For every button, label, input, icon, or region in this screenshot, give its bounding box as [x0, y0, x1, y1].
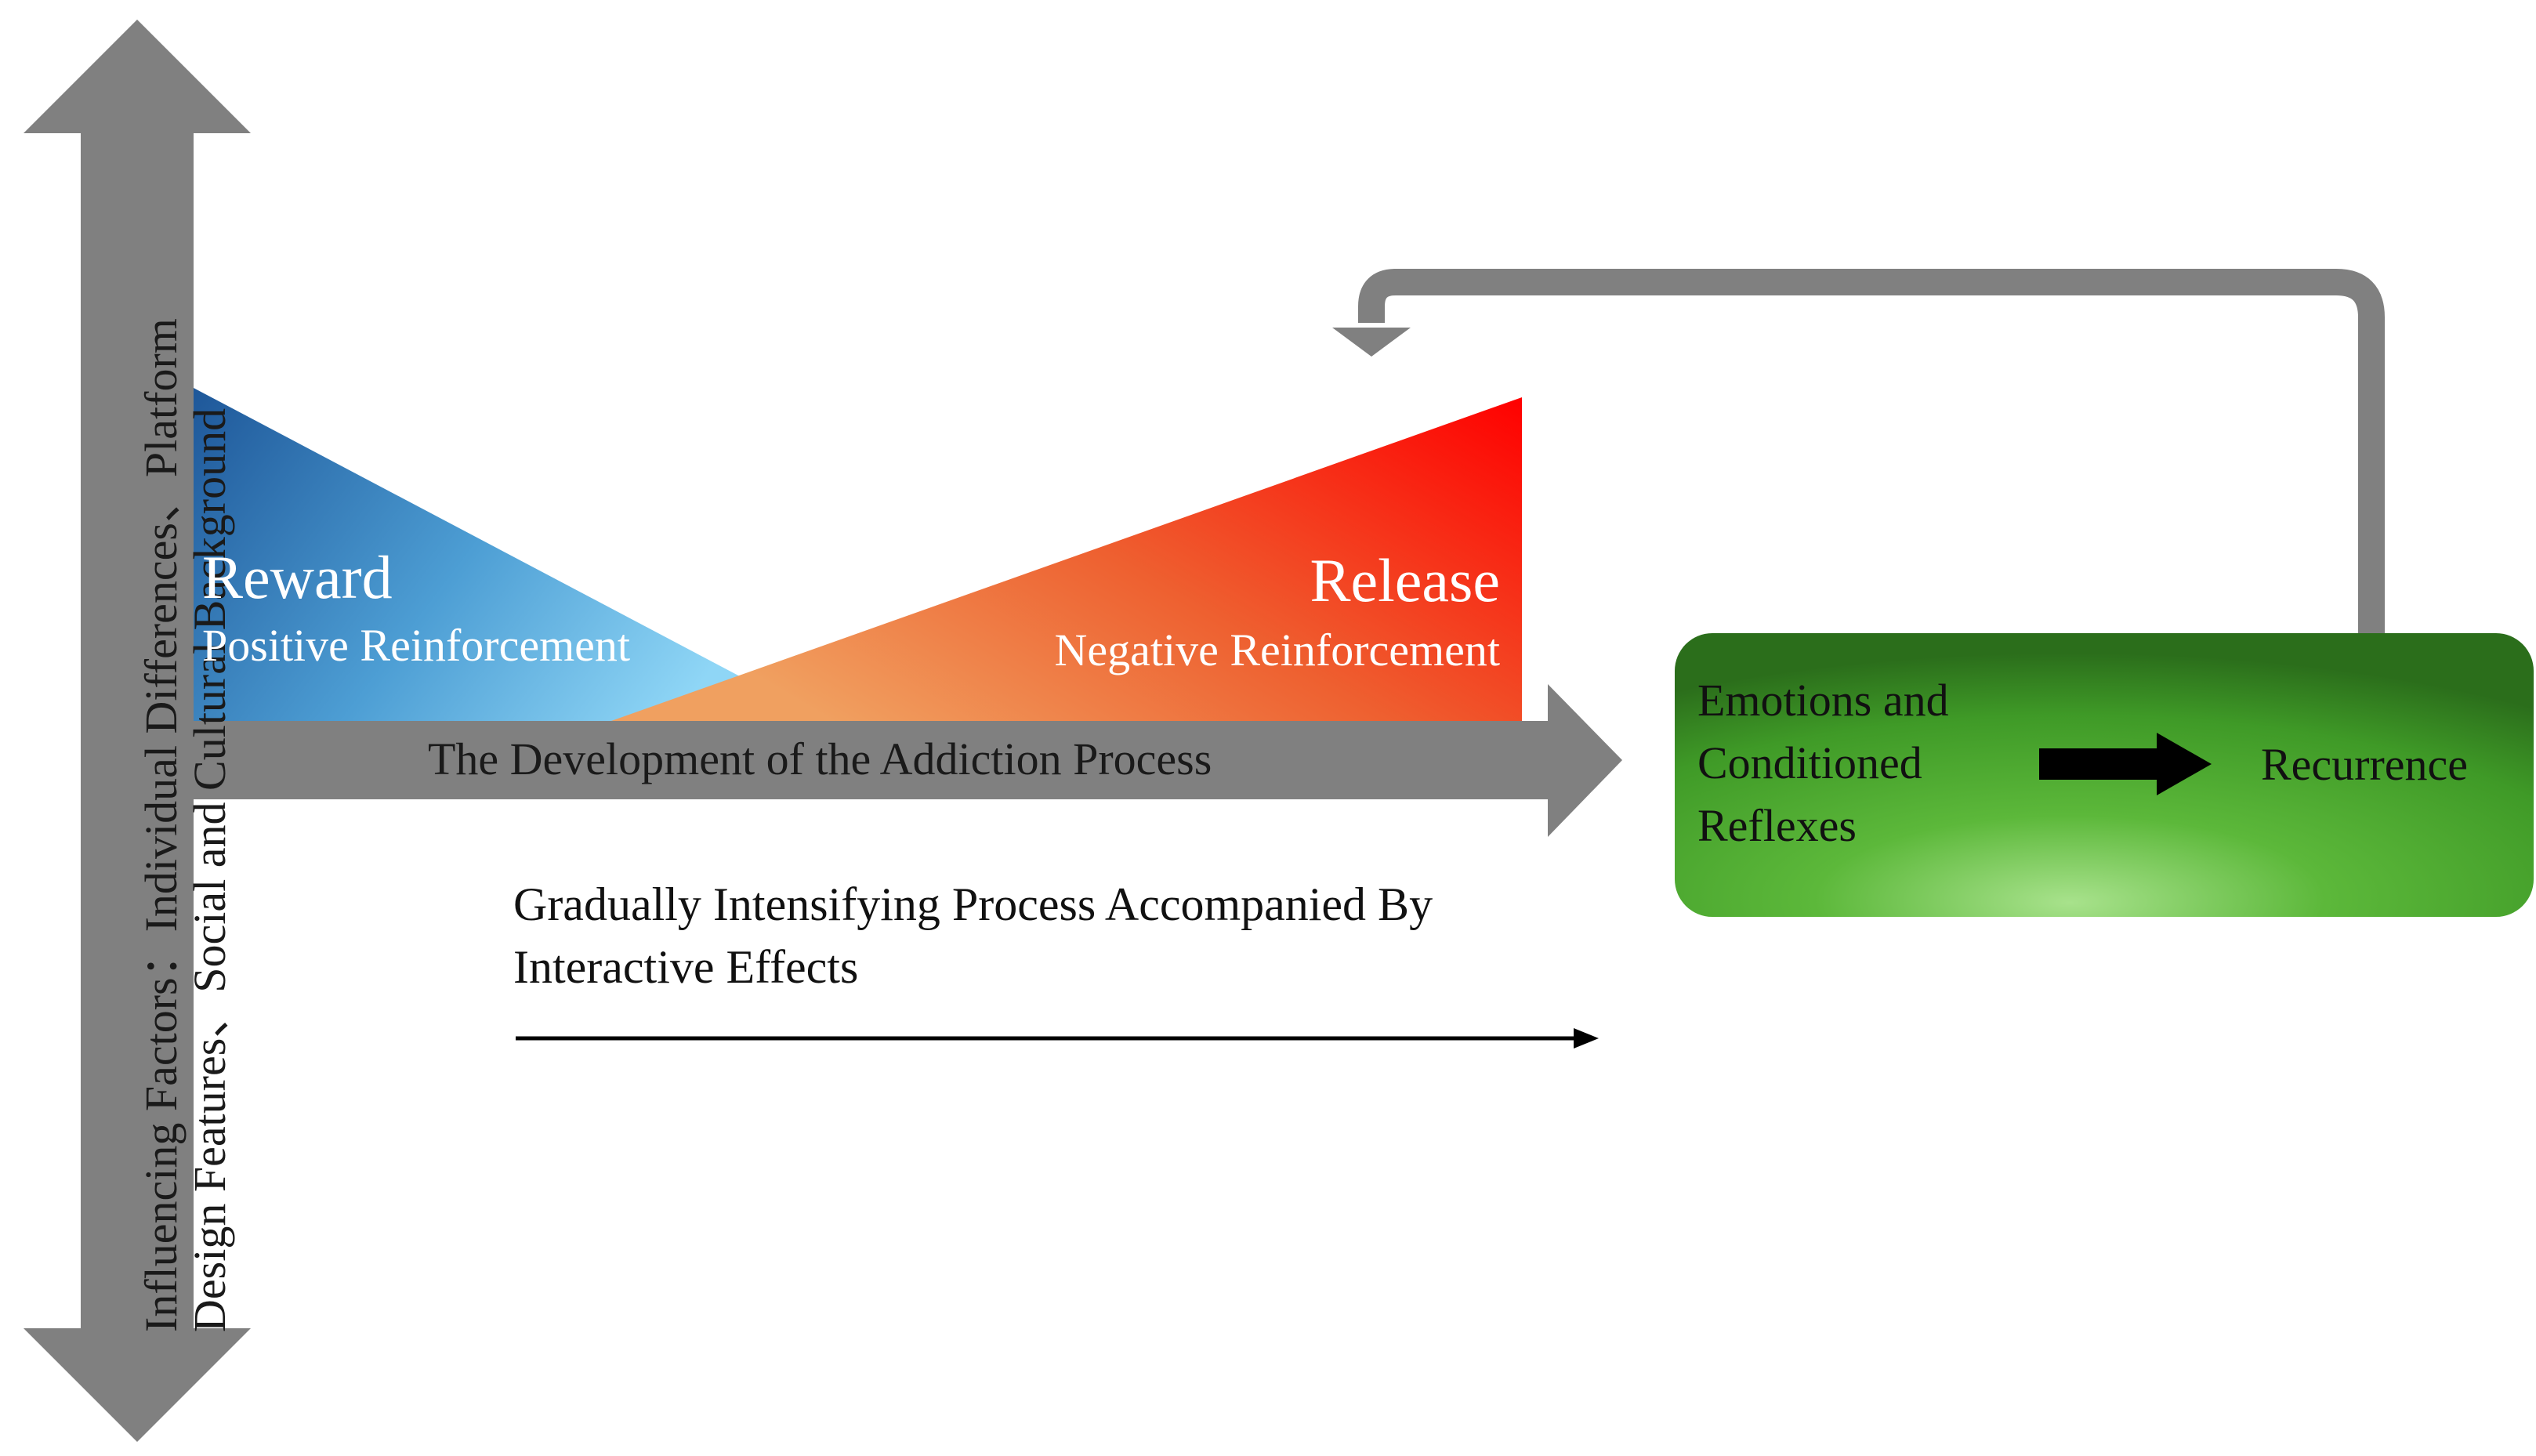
- emotions-label-line2: Conditioned: [1697, 737, 1922, 788]
- influencing-factors-label: Influencing Factors：Individual Differenc…: [136, 318, 235, 1332]
- release-triangle: [611, 397, 1522, 721]
- reward-subtitle: Positive Reinforcement: [202, 620, 631, 671]
- feedback-loop-arrow: [1358, 269, 2385, 635]
- development-arrow: [194, 684, 1622, 837]
- influencing-factors-line1: Influencing Factors：Individual Differenc…: [136, 318, 187, 1332]
- vertical-double-arrow: [24, 20, 251, 1442]
- intensifying-label-line2: Interactive Effects: [513, 941, 859, 993]
- release-title: Release: [1310, 546, 1500, 614]
- reward-title: Reward: [202, 543, 393, 611]
- reward-triangle: [194, 388, 824, 721]
- influencing-factors-line2: Design Features、Social and Cultural Back…: [184, 407, 235, 1332]
- intensifying-label-line1: Gradually Intensifying Process Accompani…: [513, 878, 1433, 930]
- intensifying-arrowhead: [1574, 1028, 1599, 1049]
- recurrence-label: Recurrence: [2261, 739, 2469, 790]
- feedback-loop-arrowhead: [1332, 328, 1411, 357]
- development-label: The Development of the Addiction Process: [428, 733, 1212, 784]
- black-arrow-icon: [2039, 733, 2212, 795]
- emotions-label-line1: Emotions and: [1697, 675, 1949, 726]
- release-subtitle: Negative Reinforcement: [1054, 625, 1500, 675]
- emotions-label-line3: Reflexes: [1697, 800, 1857, 851]
